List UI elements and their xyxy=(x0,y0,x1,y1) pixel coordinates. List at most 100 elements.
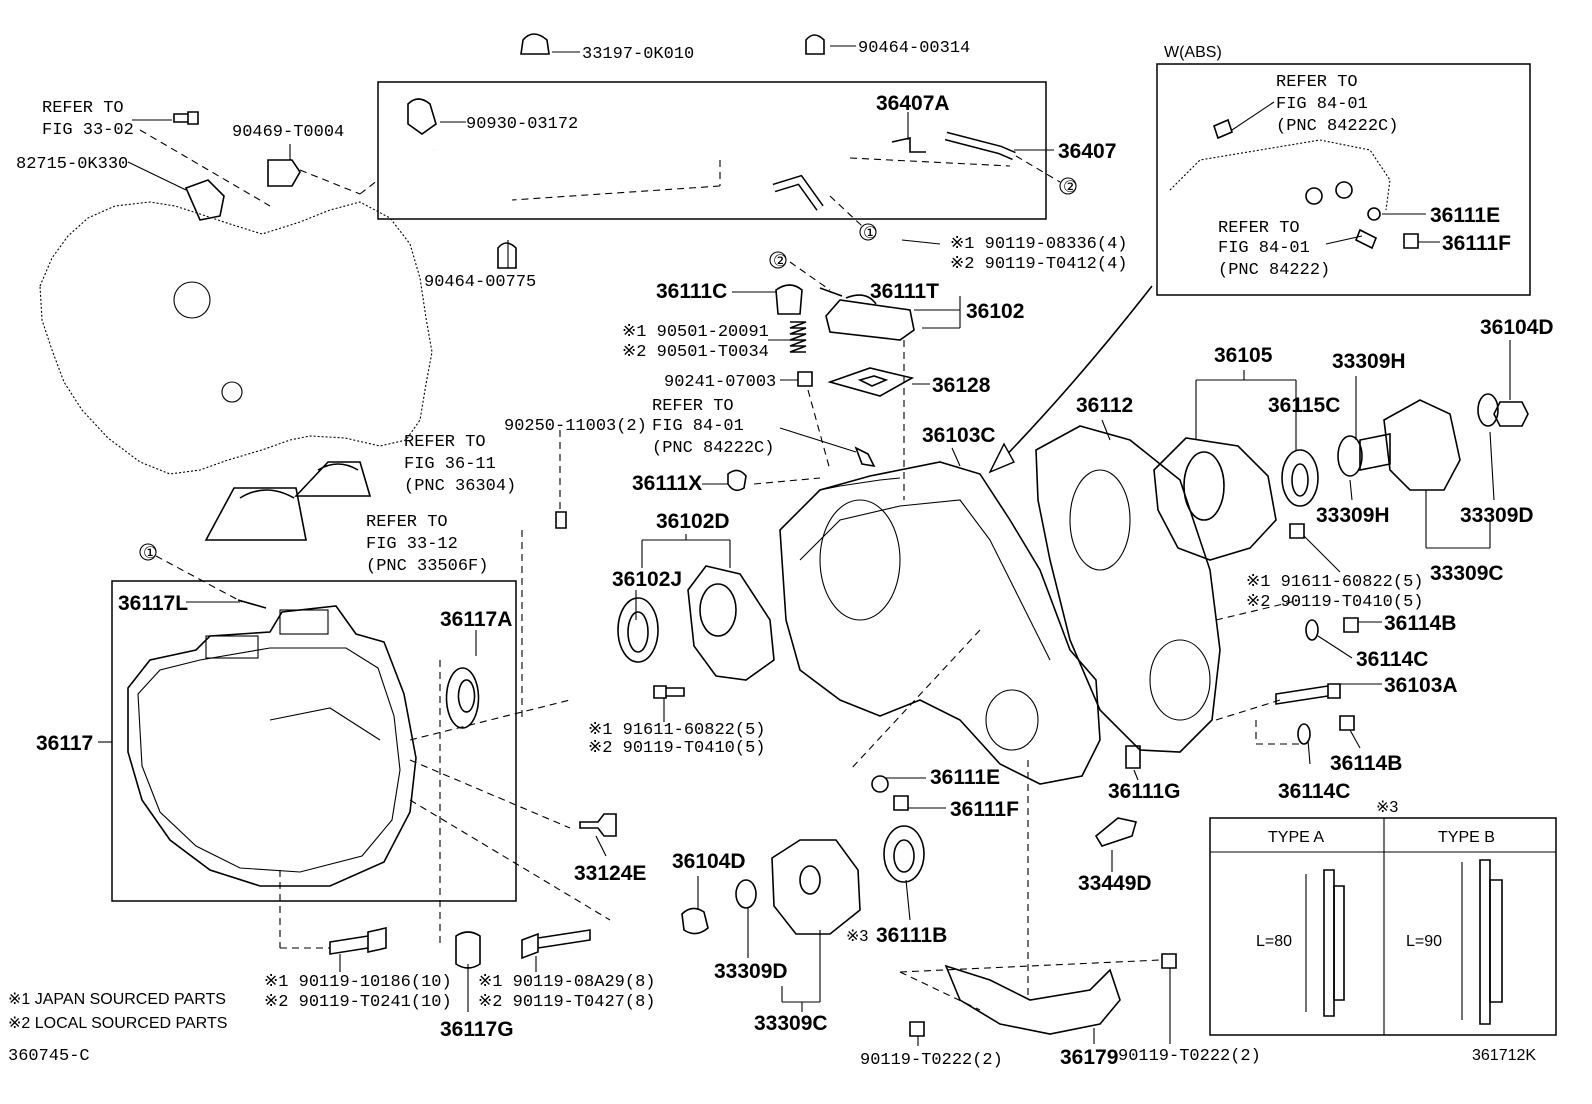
label-90119-T0241: ※2 90119-T0241(10) xyxy=(264,993,452,1012)
plug-36111C xyxy=(775,284,803,315)
bracket-82715 xyxy=(184,179,225,221)
type-b-header: TYPE B xyxy=(1438,829,1495,846)
abs-ref2-line1: REFER TO xyxy=(1218,219,1300,238)
ref-fig3312-line1: REFER TO xyxy=(366,513,448,532)
bolt-90119-T0222-a xyxy=(909,1021,925,1037)
ref-fig3312-line2: FIG 33-12 xyxy=(366,535,458,554)
spring-90501 xyxy=(789,321,807,353)
label-82715-0K330: 82715-0K330 xyxy=(16,155,128,174)
callout-2-b xyxy=(769,251,787,269)
label-90119-08336: ※1 90119-08336(4) xyxy=(950,235,1127,254)
label-90241-07003: 90241-07003 xyxy=(664,373,776,392)
label-33197-0K010: 33197-0K010 xyxy=(582,45,694,64)
label-33309H-bottom: 33309H xyxy=(1316,504,1390,527)
callout-1-b xyxy=(139,543,157,561)
label-36102: 36102 xyxy=(966,300,1024,323)
case-36117-frame xyxy=(111,580,517,902)
bolt-36114B-a xyxy=(1343,617,1359,633)
ref-fig3611-line3: (PNC 36304) xyxy=(404,477,516,496)
label-36111X: 36111X xyxy=(632,472,702,495)
bolt-36111F xyxy=(893,795,909,811)
nut-36104D xyxy=(1493,401,1529,427)
abs-inset-drawing xyxy=(1169,118,1419,250)
leader-lines xyxy=(98,45,1511,1046)
bolt-fig3302 xyxy=(173,111,199,125)
label-36102J: 36102J xyxy=(612,568,682,591)
ref-fig8401-line1: REFER TO xyxy=(652,397,734,416)
label-36103A: 36103A xyxy=(1384,674,1458,697)
label-33124E: 33124E xyxy=(574,862,646,885)
abs-ref1-line1: REFER TO xyxy=(1276,73,1358,92)
switch-fig8401 xyxy=(854,446,876,468)
label-90501-20091: ※1 90501-20091 xyxy=(622,323,769,342)
label-36115C: 36115C xyxy=(1268,394,1340,417)
label-36111B-mark: ※3 xyxy=(846,928,868,945)
pin-36111T xyxy=(819,287,843,297)
label-36117: 36117 xyxy=(36,732,93,755)
type-a-length: L=80 xyxy=(1256,933,1292,950)
pin-90250 xyxy=(555,511,567,529)
cover-36102 xyxy=(825,294,915,341)
label-33309D-right: 33309D xyxy=(1460,504,1534,527)
washer-36114C-b xyxy=(1297,723,1311,745)
plug-36117G xyxy=(455,931,481,969)
label-36103C: 36103C xyxy=(922,424,996,447)
callout-2-a xyxy=(1059,177,1077,195)
note-local-sourced: ※2 LOCAL SOURCED PARTS xyxy=(8,1015,227,1032)
label-36128: 36128 xyxy=(932,374,991,397)
note-japan-sourced: ※1 JAPAN SOURCED PARTS xyxy=(8,991,226,1008)
bolt-90119-08A29 xyxy=(521,929,591,960)
abs-ref1-line3: (PNC 84222C) xyxy=(1276,117,1398,136)
label-90501-T0034: ※2 90501-T0034 xyxy=(622,343,769,362)
abs-inset-title: W(ABS) xyxy=(1164,44,1222,61)
bolt-36114B-b xyxy=(1339,715,1355,731)
callout-1-b-text: ① xyxy=(143,545,157,562)
abs-ref1-line2: FIG 84-01 xyxy=(1276,95,1368,114)
plug-36111E xyxy=(871,775,889,793)
adapter-36102D xyxy=(687,565,775,681)
ref-fig3302-line2: FIG 33-02 xyxy=(42,121,134,140)
label-33309C-lower: 33309C xyxy=(754,1012,828,1035)
label-36407A: 36407A xyxy=(876,92,950,115)
label-36111E: 36111E xyxy=(930,766,1000,789)
ref-fig3611-line2: FIG 36-11 xyxy=(404,455,496,474)
label-90119-08A29: ※1 90119-08A29(8) xyxy=(478,973,655,992)
type-b-length: L=90 xyxy=(1406,933,1442,950)
abs-ref2-line3: (PNC 84222) xyxy=(1218,261,1330,280)
label-90464-00314: 90464-00314 xyxy=(858,39,970,58)
detent-90241 xyxy=(797,371,813,387)
label-36114B-upper: 36114B xyxy=(1384,612,1456,635)
label-36104D-top: 36104D xyxy=(1480,316,1554,339)
label-36117G: 36117G xyxy=(440,1018,514,1041)
type-table xyxy=(1209,817,1557,1036)
bracket-33449D xyxy=(1094,817,1138,847)
ref-fig3611-line1: REFER TO xyxy=(404,433,486,452)
bolt-91611-right xyxy=(1289,523,1305,539)
pin-36111G xyxy=(1125,745,1141,769)
bolt-36103A xyxy=(1275,683,1341,705)
label-36112: 36112 xyxy=(1076,394,1133,417)
label-90464-00775: 90464-00775 xyxy=(424,273,536,292)
type-a-header: TYPE A xyxy=(1268,829,1324,846)
type-table-mark: ※3 xyxy=(1376,799,1398,816)
washer-33309D xyxy=(1477,393,1499,427)
label-36104D-lower: 36104D xyxy=(672,850,746,873)
label-36407: 36407 xyxy=(1058,140,1116,163)
seal-36115C xyxy=(1281,449,1319,507)
clip-90464-top xyxy=(805,34,825,55)
inset-pointer-head xyxy=(988,442,1015,474)
transmission-outline xyxy=(39,201,433,475)
callout-2-a-text: ② xyxy=(1063,179,1077,196)
label-90119-T0412: ※2 90119-T0412(4) xyxy=(950,255,1127,274)
label-33309D-lower: 33309D xyxy=(714,960,788,983)
label-91611-60822-left: ※1 91611-60822(5) xyxy=(588,721,765,740)
case-36103C xyxy=(779,461,1101,785)
seal-36102J xyxy=(617,597,659,663)
washer-33309D-lower xyxy=(735,879,757,909)
ref-fig8401-line2: FIG 84-01 xyxy=(652,417,744,436)
inset-pointer-arrow xyxy=(995,285,1153,467)
flange-33309C-lower xyxy=(771,839,861,935)
label-36114C-upper: 36114C xyxy=(1356,648,1428,671)
label-36102D: 36102D xyxy=(656,510,730,533)
